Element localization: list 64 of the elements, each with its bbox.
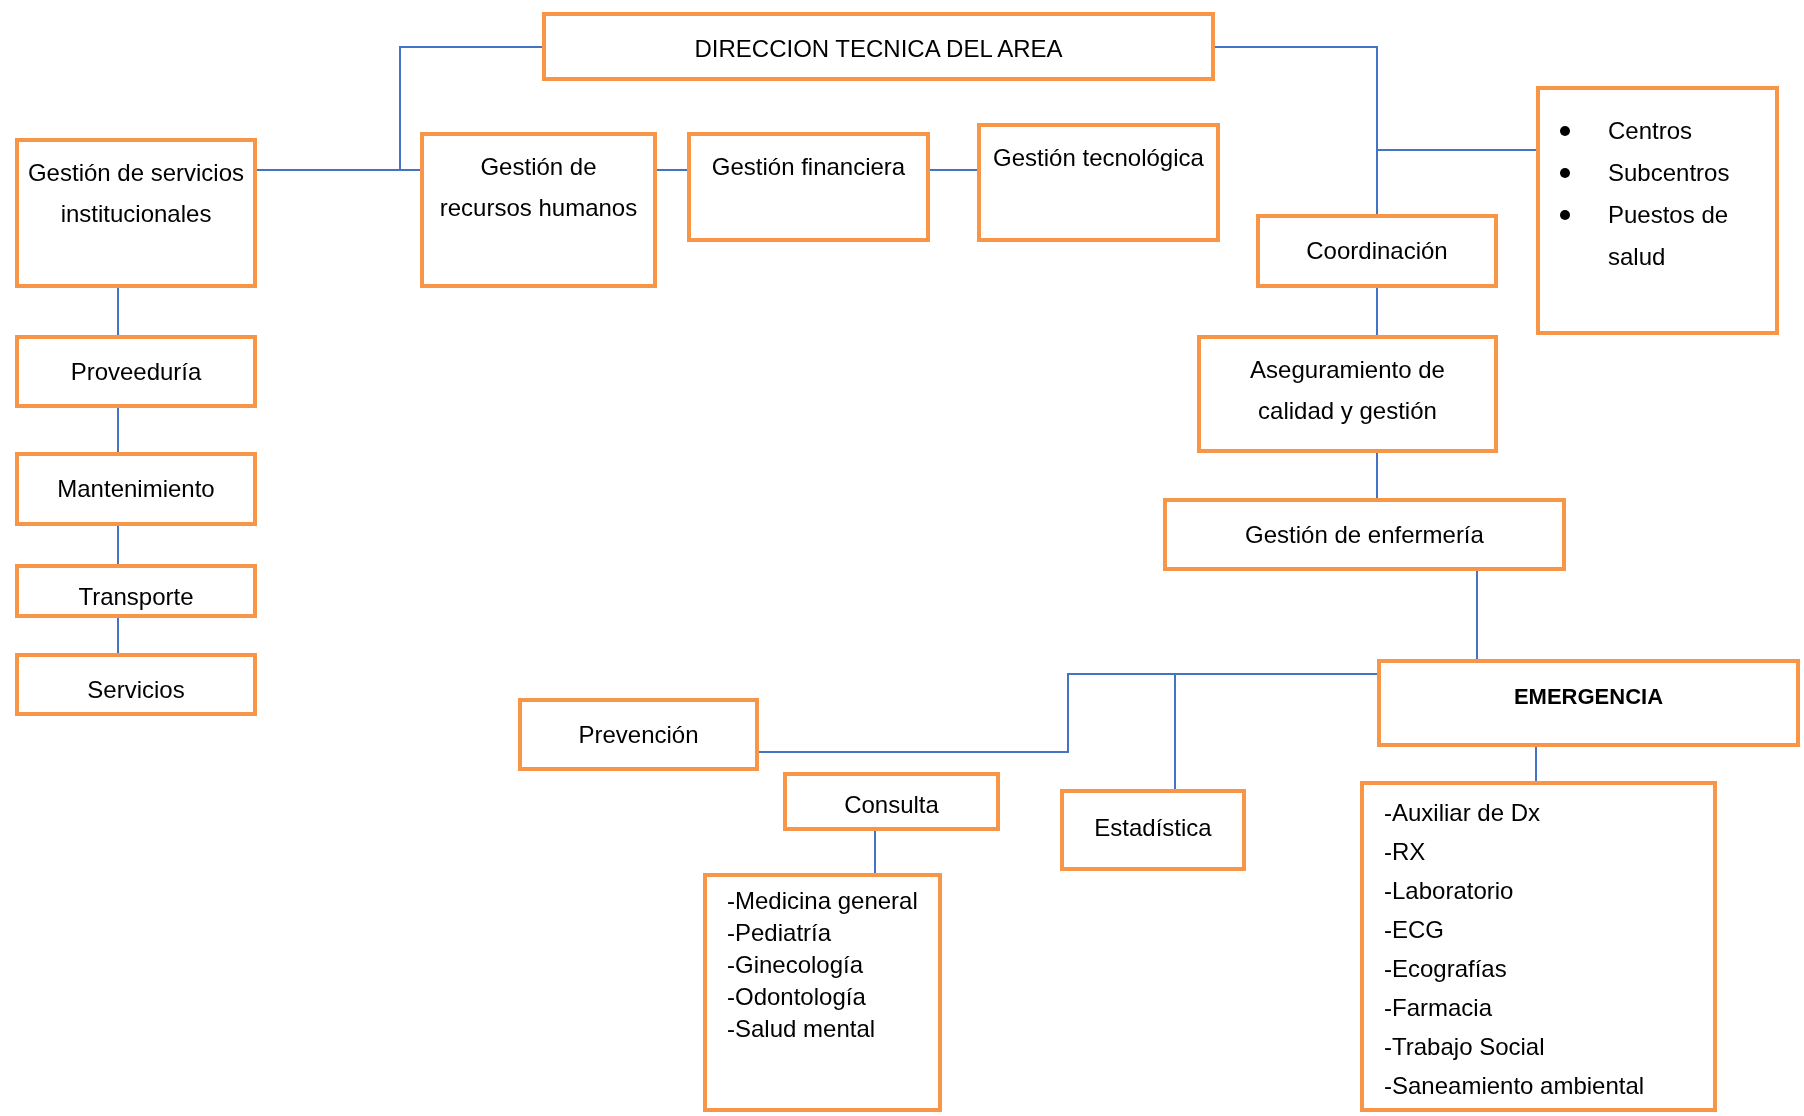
org-box — [15, 564, 257, 618]
org-box — [687, 132, 930, 242]
connector-line — [1174, 673, 1378, 790]
org-box — [15, 335, 257, 408]
box-label: Servicios — [87, 675, 185, 705]
list-item: -Laboratorio — [1384, 876, 1515, 906]
org-box — [783, 772, 1000, 831]
org-box — [1377, 659, 1800, 747]
connector-line — [399, 46, 543, 171]
org-box — [15, 138, 257, 288]
box-label: Gestión tecnológica — [993, 143, 1204, 173]
list-item: -ECG — [1384, 915, 1445, 945]
list-item: -RX — [1384, 837, 1427, 867]
box-label: Gestión de servicios institucionales — [27, 158, 245, 229]
org-box — [15, 452, 257, 526]
box-label: Mantenimiento — [57, 474, 215, 504]
box-label: Consulta — [844, 790, 939, 820]
org-box — [1256, 214, 1498, 288]
list-item: Puestos de salud — [1608, 200, 1730, 272]
org-box — [977, 123, 1220, 242]
org-box — [1536, 86, 1779, 335]
list-item: Subcentros — [1608, 158, 1730, 188]
box-label: Aseguramiento de calidad y gestión — [1249, 355, 1446, 426]
list-item: -Ecografías — [1384, 954, 1508, 984]
connector-line — [656, 169, 688, 171]
connector-line — [1376, 452, 1378, 499]
list-item: -Saneamiento ambiental — [1384, 1071, 1646, 1101]
list-item: -Pediatría — [727, 918, 833, 948]
box-label: Gestión de enfermería — [1245, 520, 1484, 550]
box-label: Gestión de recursos humanos — [438, 152, 639, 223]
box-label: DIRECCION TECNICA DEL AREA — [694, 34, 1063, 64]
list-item: -Trabajo Social — [1384, 1032, 1546, 1062]
connector-line — [117, 407, 119, 453]
connector-line — [1476, 570, 1478, 660]
org-box — [1197, 335, 1498, 453]
list-item: -Ginecología — [727, 950, 865, 980]
org-box — [703, 873, 942, 1112]
box-label: EMERGENCIA — [1513, 683, 1664, 711]
list-item: -Auxiliar de Dx — [1384, 798, 1542, 828]
box-label: Coordinación — [1306, 236, 1448, 266]
box-label: Estadística — [1094, 813, 1212, 843]
list-item: -Medicina general — [727, 886, 919, 916]
connector-line — [117, 287, 119, 336]
org-box — [518, 698, 759, 771]
connector-line — [117, 525, 119, 565]
org-box — [1163, 498, 1566, 571]
list-item: -Salud mental — [727, 1014, 877, 1044]
org-box — [15, 653, 257, 716]
box-label: Gestión financiera — [711, 152, 906, 182]
org-box — [1360, 781, 1717, 1112]
org-box — [542, 12, 1215, 81]
list-item: Centros — [1608, 116, 1693, 146]
connector-line — [117, 617, 119, 654]
list-item: -Odontología — [727, 982, 867, 1012]
org-box — [420, 132, 657, 288]
org-box — [1060, 789, 1246, 871]
box-label: Proveeduría — [70, 357, 202, 387]
list-item: -Farmacia — [1384, 993, 1493, 1023]
connector-line — [1535, 746, 1537, 782]
connector-line — [929, 169, 978, 171]
connector-line — [1376, 287, 1378, 336]
box-label: Prevención — [578, 720, 699, 750]
box-label: Transporte — [78, 582, 194, 612]
connector-line — [874, 830, 876, 874]
